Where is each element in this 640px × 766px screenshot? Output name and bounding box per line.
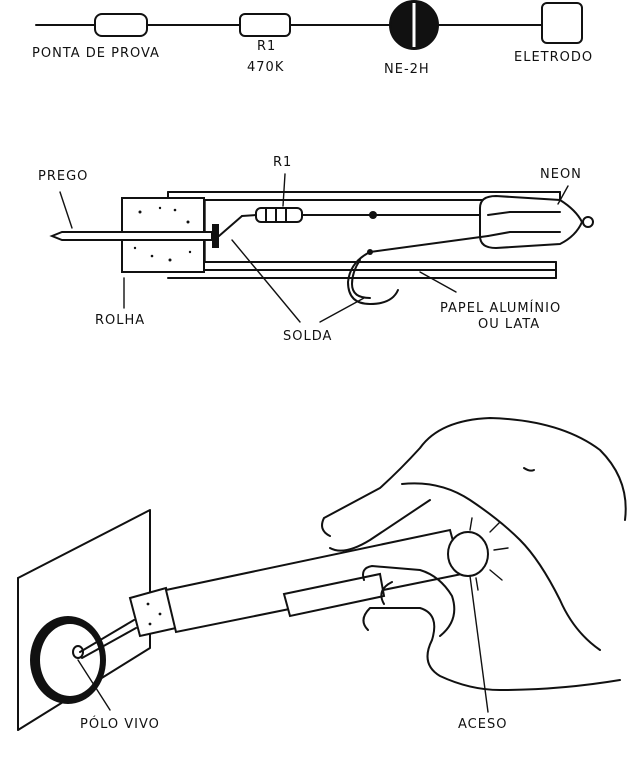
- probe-label: PONTA DE PROVA: [32, 46, 160, 61]
- resistor-symbol: [239, 13, 291, 37]
- wall-plate: [17, 509, 151, 731]
- resistor-value-label: 470K: [247, 60, 284, 75]
- assembly-leaders: [59, 173, 569, 323]
- solder-label: SOLDA: [283, 329, 332, 344]
- hand: [321, 417, 627, 691]
- probe-symbol: [94, 13, 148, 37]
- glowing-lamp: [447, 517, 509, 591]
- foil-wire: [347, 235, 489, 305]
- neon-lamp: [479, 194, 594, 250]
- cork-label: ROLHA: [95, 313, 145, 328]
- nail-label: PREGO: [38, 169, 88, 184]
- usage-section: PÓLO VIVO ACESO: [17, 417, 627, 732]
- tester-device: [79, 517, 509, 659]
- resistor-label: R1: [257, 39, 276, 54]
- lit-leader: [469, 575, 489, 713]
- assembly-section: PREGO R1 NEON ROLHA SOLDA PAPEL ALUMÍNIO…: [38, 155, 594, 344]
- resistor-component: [218, 207, 489, 237]
- lamp-label: NE-2H: [384, 62, 430, 77]
- nail: [49, 224, 219, 248]
- neon-lamp-symbol: [389, 0, 439, 50]
- foil-label: PAPEL ALUMÍNIO: [440, 300, 561, 316]
- schematic-section: PONTA DE PROVA R1 470K NE-2H ELETRODO: [32, 0, 593, 77]
- resistor-label: R1: [273, 155, 292, 170]
- foil-label-line2: OU LATA: [478, 317, 540, 332]
- neon-label: NEON: [540, 167, 582, 182]
- live-pole-label: PÓLO VIVO: [80, 716, 160, 732]
- lit-label: ACESO: [458, 717, 507, 732]
- electrode-label: ELETRODO: [514, 50, 593, 65]
- electrode-symbol: [541, 2, 583, 44]
- live-pole-leader: [77, 659, 111, 711]
